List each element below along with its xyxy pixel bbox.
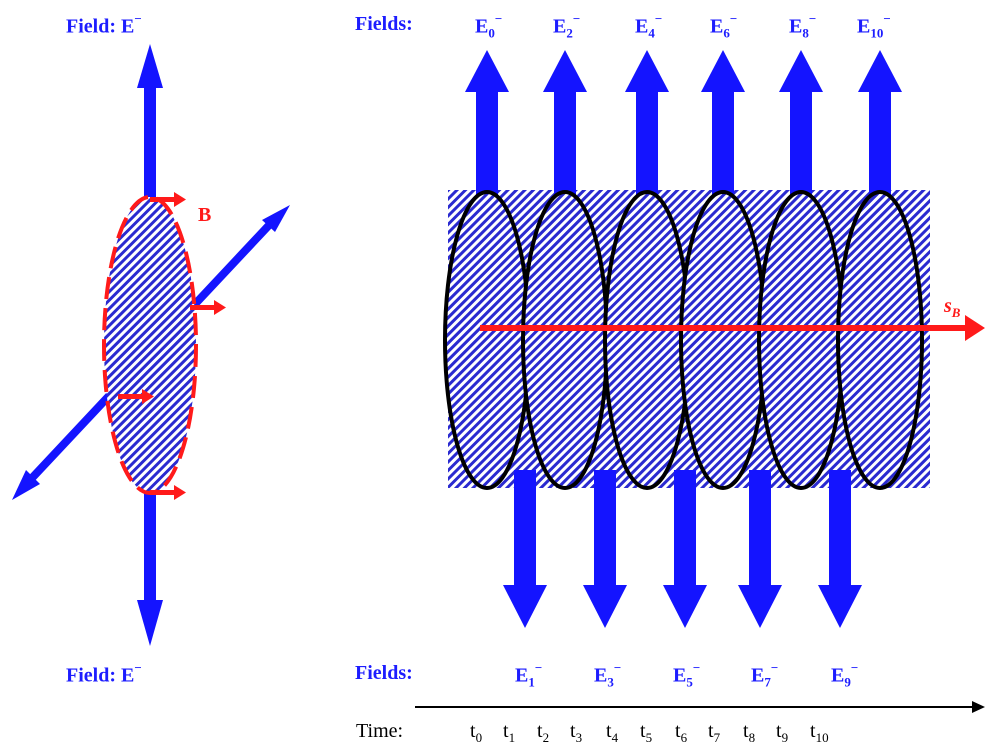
top-field-label-1: E2− xyxy=(553,14,580,40)
top-field-label-2: E4− xyxy=(635,14,662,40)
left-bottom-field-label: Field: E− xyxy=(66,663,142,686)
top-field-arrow-4 xyxy=(779,50,823,196)
left-top-field-label: Field: E− xyxy=(66,14,142,37)
field-ellipse-0 xyxy=(445,192,529,488)
bottom-field-arrow-4 xyxy=(818,470,862,628)
top-field-label-0: E0− xyxy=(475,14,502,40)
b-field-label: B xyxy=(198,205,211,225)
field-ellipse-1 xyxy=(523,192,607,488)
top-field-arrow-3 xyxy=(701,50,745,196)
top-fields-label: Fields: xyxy=(355,14,413,34)
time-tick-0: t0 xyxy=(470,721,482,744)
top-field-label-5: E10− xyxy=(857,14,891,40)
top-field-arrow-1 xyxy=(543,50,587,196)
right-panel xyxy=(445,50,985,628)
top-field-arrows xyxy=(465,50,902,196)
time-tick-4: t4 xyxy=(606,721,618,744)
field-ellipse-3 xyxy=(681,192,765,488)
field-ellipse-5 xyxy=(838,192,922,488)
field-ellipse-2 xyxy=(605,192,689,488)
top-field-arrow-0 xyxy=(465,50,509,196)
bottom-field-label-4: E9− xyxy=(831,663,858,689)
time-tick-7: t7 xyxy=(708,721,720,744)
bottom-field-arrow-1 xyxy=(583,470,627,628)
time-tick-3: t3 xyxy=(570,721,582,744)
left-field-ellipse xyxy=(104,197,196,493)
top-field-arrow-5 xyxy=(858,50,902,196)
time-tick-6: t6 xyxy=(675,721,687,744)
left-e-field-down-arrow xyxy=(137,490,163,646)
bottom-field-arrow-2 xyxy=(663,470,707,628)
bottom-field-label-1: E3− xyxy=(594,663,621,689)
top-field-label-3: E6− xyxy=(710,14,737,40)
time-tick-8: t8 xyxy=(743,721,755,744)
sb-label: sB xyxy=(944,296,960,319)
bottom-fields-label: Fields: xyxy=(355,663,413,683)
time-tick-9: t9 xyxy=(776,721,788,744)
bottom-field-arrow-3 xyxy=(738,470,782,628)
time-tick-10: t10 xyxy=(810,721,829,744)
timeline-axis xyxy=(415,701,985,713)
time-label: Time: xyxy=(356,721,403,741)
left-panel xyxy=(12,44,290,646)
left-e-field-up-arrow xyxy=(137,44,163,200)
bottom-field-arrow-0 xyxy=(503,470,547,628)
bottom-field-label-3: E7− xyxy=(751,663,778,689)
time-tick-2: t2 xyxy=(537,721,549,744)
time-tick-5: t5 xyxy=(640,721,652,744)
field-ellipse-4 xyxy=(759,192,843,488)
bottom-field-label-0: E1− xyxy=(515,663,542,689)
top-field-label-4: E8− xyxy=(789,14,816,40)
top-field-arrow-2 xyxy=(625,50,669,196)
bottom-field-arrows xyxy=(503,470,862,628)
bottom-field-label-2: E5− xyxy=(673,663,700,689)
time-tick-1: t1 xyxy=(503,721,515,744)
